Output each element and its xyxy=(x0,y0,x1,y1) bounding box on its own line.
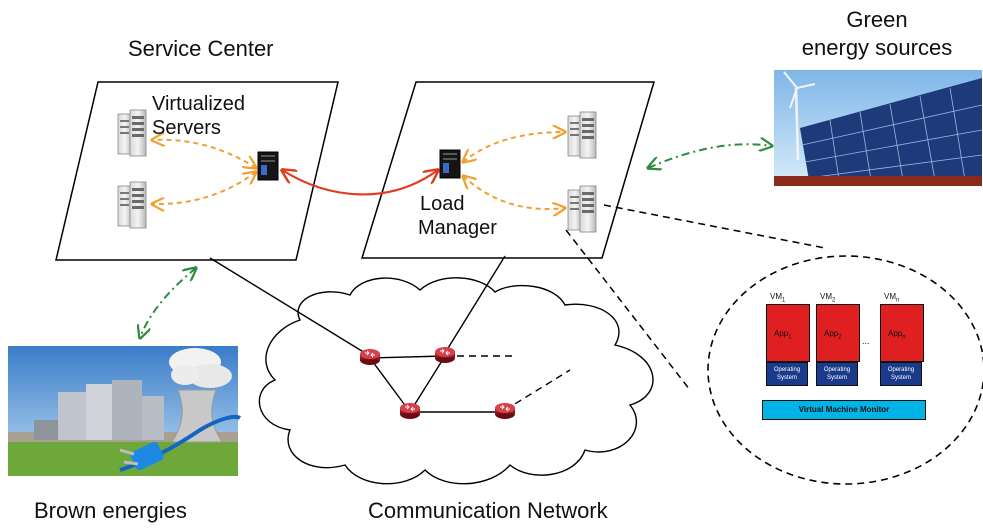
communication-network-cloud xyxy=(258,277,654,485)
router-icon xyxy=(494,402,516,420)
router-icon xyxy=(359,348,381,366)
vm-label: VM2 xyxy=(820,292,836,304)
server-icon xyxy=(567,185,597,233)
app-block: Appn xyxy=(880,304,924,362)
vm-ellipsis: ... xyxy=(862,336,870,346)
router-icon xyxy=(434,346,456,364)
vm-label: VM1 xyxy=(770,292,786,304)
load-manager-icon-right xyxy=(439,149,461,179)
virtualized-servers-label: Virtualized Servers xyxy=(152,93,246,139)
virtual-machine-monitor: Virtual Machine Monitor xyxy=(762,400,926,420)
server-icon xyxy=(117,109,147,157)
link-left-center-to-router xyxy=(209,257,371,357)
app-block: App1 xyxy=(766,304,810,362)
vm-label: VMn xyxy=(884,292,900,304)
green-energy-image xyxy=(774,70,983,187)
green-energy-label: Green energy sources xyxy=(801,7,953,60)
router-icon xyxy=(399,402,421,420)
server-icon xyxy=(117,181,147,229)
app-block: App2 xyxy=(816,304,860,362)
load-manager-label: Load Manager xyxy=(418,193,497,239)
brown-energies-label: Brown energies xyxy=(34,498,187,523)
brown-energy-image xyxy=(8,346,242,476)
link-right-center-to-router xyxy=(444,255,506,354)
service-center-label: Service Center xyxy=(128,36,274,61)
service-center-plane-right xyxy=(360,81,656,259)
load-manager-icon-left xyxy=(257,151,279,181)
communication-network-label: Communication Network xyxy=(368,498,608,523)
server-icon xyxy=(567,111,597,159)
